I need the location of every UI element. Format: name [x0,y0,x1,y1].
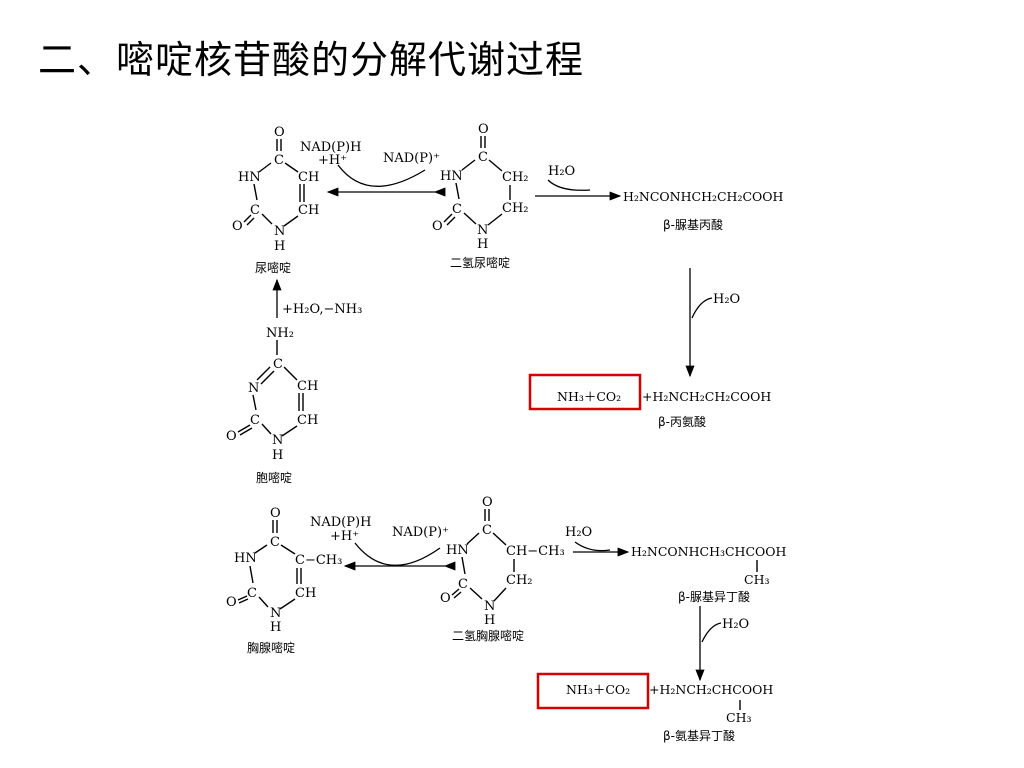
atom-n: N [272,433,283,448]
atom-c: C [452,202,462,217]
atom-c: C [273,357,283,372]
atom-c: C [478,150,488,165]
dihydrothymine-label: 二氢胸腺嘧啶 [452,628,524,643]
atom-n: N [248,381,259,396]
atom-o: O [432,219,443,234]
atom-ch: CH [295,586,316,601]
beta-alanine-label: β-丙氨酸 [658,414,706,429]
beta-alanine-formula: +H₂NCH₂CH₂COOH [642,389,771,404]
atom-o: O [478,122,489,137]
atom-ch: CH [297,379,318,394]
atom-h: H [484,613,495,628]
atom-n: N [274,224,285,239]
methyl-formula: CH₃ [744,572,769,587]
cytosine-label: 胞嘧啶 [256,471,292,485]
atom-c: C [250,203,260,218]
atom-c: C [270,535,280,550]
uracil-label: 尿嘧啶 [255,261,291,275]
aminoisobutyric-label: β-氨基异丁酸 [663,728,735,743]
atom-ch2: CH₂ [506,573,533,588]
atom-o: O [482,495,493,510]
nadph-label: NAD(P)H [300,140,361,155]
nh3-co2-highlight-box [536,672,650,710]
atom-o: O [232,219,243,234]
thymine-structure: O C HN C−CH₃ CH C O N H 胸腺嘧啶 [226,506,342,655]
atom-hn: HN [234,551,257,566]
h2o-label: H₂O [713,292,740,307]
atom-n: N [484,599,495,614]
atom-n: N [477,223,488,238]
atom-h: H [270,620,281,635]
nadp-label: NAD(P)⁺ [392,525,449,540]
h2o-label: H₂O [548,164,575,179]
atom-hn: HN [446,543,469,558]
atom-ch: CH [298,203,319,218]
h2o-label: H₂O [722,617,749,632]
atom-ch: CH [297,413,318,428]
atom-n: N [270,606,281,621]
atom-o: O [226,595,237,610]
ureidopropionic-label: β-脲基丙酸 [663,217,723,232]
h-plus-label: +H⁺ [330,529,359,544]
thymine-label: 胸腺嘧啶 [247,640,295,655]
dihydrouracil-label: 二氢尿嘧啶 [450,255,510,270]
nadph-label: NAD(P)H [310,515,371,530]
dihydrothymine-structure: O C HN CH−CH₃ CH₂ C O N H 二氢胸腺嘧啶 [440,495,565,643]
atom-o: O [226,429,237,444]
atom-hn: HN [238,170,261,185]
ureidoisobutyric-formula: H₂NCONHCH₃CHCOOH [631,544,787,559]
cytosine-structure: NH₂ C N CH CH C O N H 胞嘧啶 [226,326,318,485]
uracil-structure: O C HN CH CH C O N H 尿嘧啶 [232,125,319,275]
slide-title: 二、嘧啶核苷酸的分解代谢过程 [38,38,585,82]
h-plus-label: +H⁺ [318,153,347,168]
atom-h: H [272,448,283,463]
atom-c: C [250,413,260,428]
atom-c-ch3: C−CH₃ [295,553,342,568]
atom-c: C [247,586,257,601]
deamination-label: +H₂O,−NH₃ [282,302,362,317]
ureidoisobutyric-label: β-脲基异丁酸 [678,589,750,604]
atom-ch2: CH₂ [502,201,529,216]
nh3-co2-highlight-box [528,373,642,411]
atom-h: H [274,239,285,254]
nh3-co2-formula: NH₃＋CO₂ [557,389,621,404]
atom-ch2: CH₂ [502,170,529,185]
ureidopropionic-formula: H₂NCONHCH₂CH₂COOH [623,189,784,204]
aminoisobutyric-formula: +H₂NCH₂CHCOOH [649,682,773,697]
atom-nh2: NH₂ [266,326,294,341]
dihydrouracil-structure: O C HN CH₂ CH₂ C O N H 二氢尿嘧啶 [432,122,529,270]
atom-ch: CH [298,170,319,185]
atom-o: O [274,125,285,140]
atom-c: C [274,153,284,168]
methyl-formula: CH₃ [726,710,751,725]
h2o-label: H₂O [565,525,592,540]
atom-c: C [458,577,468,592]
atom-h: H [477,237,488,252]
nh3-co2-formula: NH₃＋CO₂ [566,682,630,697]
atom-o: O [270,506,281,521]
atom-ch-ch3: CH−CH₃ [506,544,565,559]
atom-o: O [440,591,451,606]
atom-hn: HN [440,169,463,184]
nadp-label: NAD(P)⁺ [383,151,440,166]
atom-c: C [482,523,492,538]
